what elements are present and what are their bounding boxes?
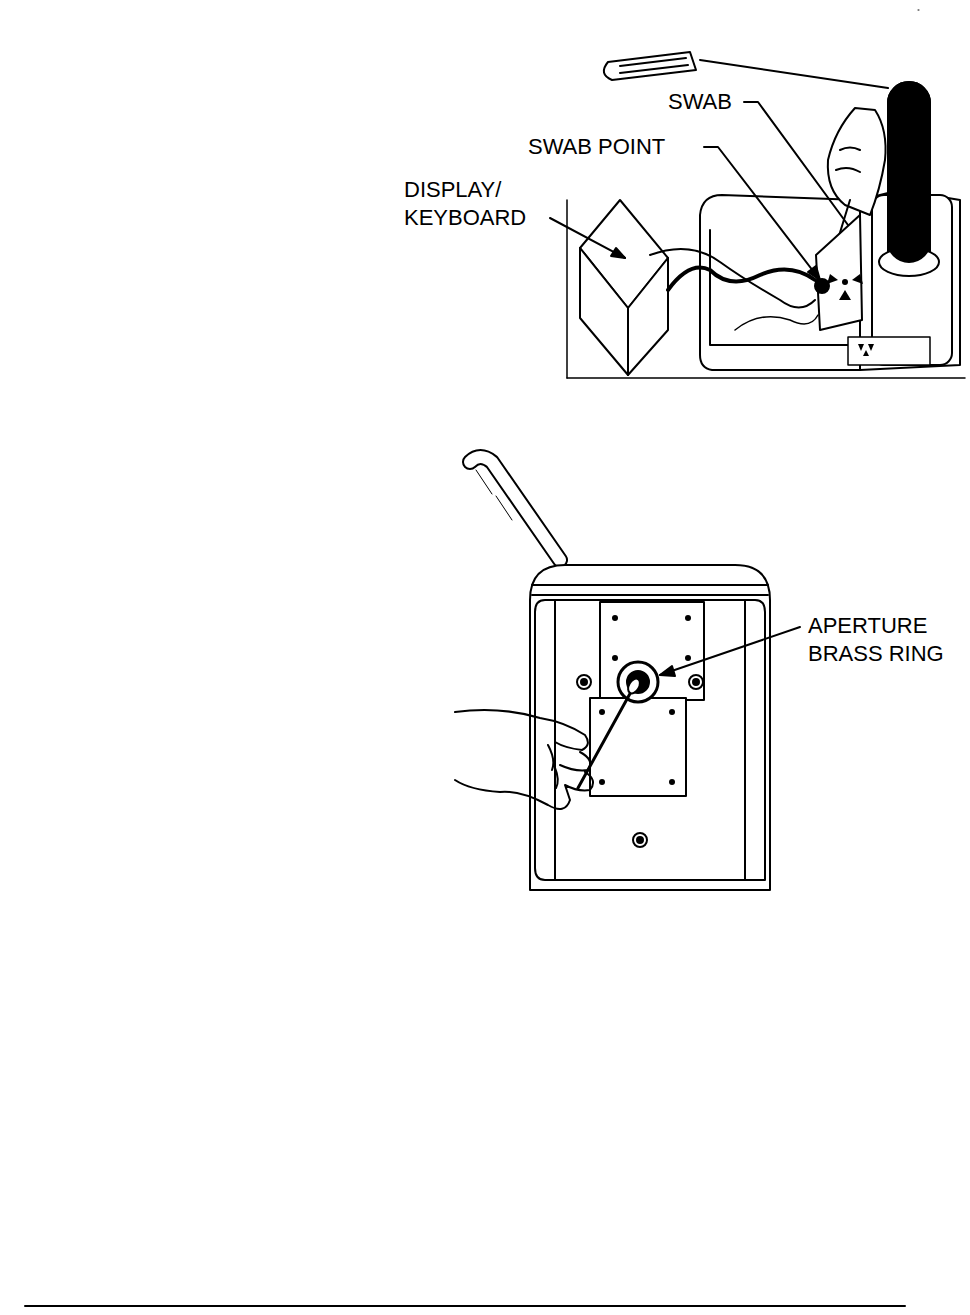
part-label: DISPLAY/ KEYBOARD (404, 176, 554, 232)
part-label: SWAB POINT (528, 133, 665, 161)
part-label: APERTURE BRASS RING (808, 612, 958, 668)
part-label: SWAB (668, 88, 732, 116)
